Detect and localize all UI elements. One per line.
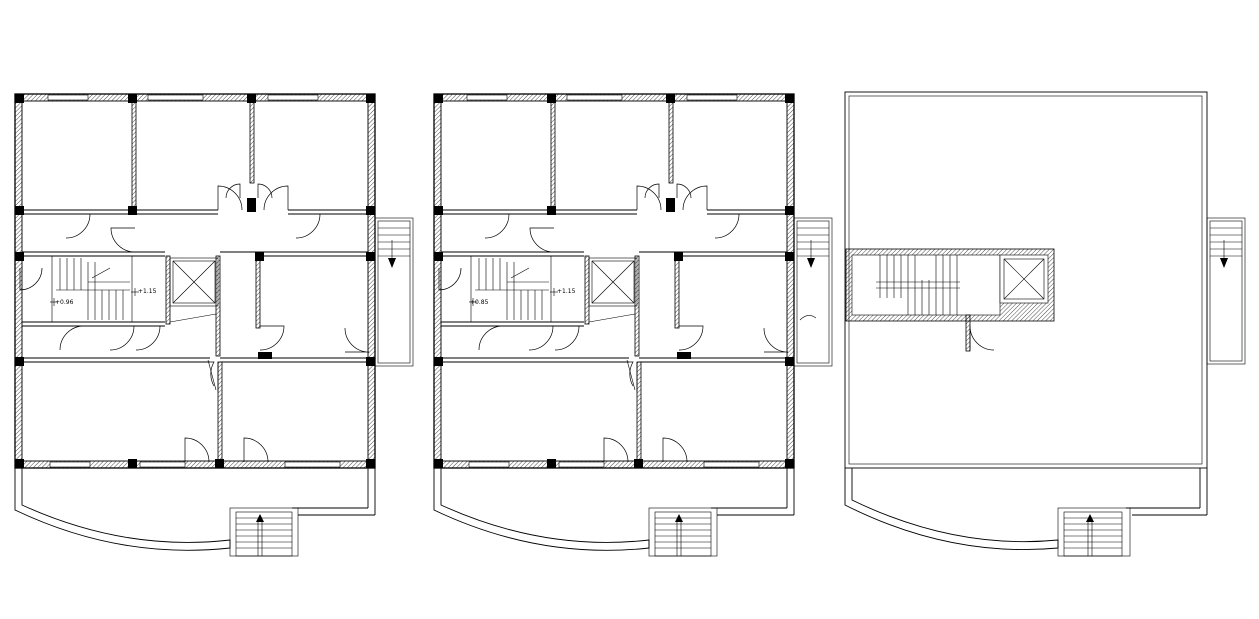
floor-plan-1 [14, 93, 414, 557]
level-label-plan2-a: +0.85 [470, 299, 489, 306]
level-label-plan1-a: +0.96 [55, 299, 74, 306]
level-label-plan1-b: +1.15 [138, 288, 157, 295]
level-label-plan2-b: +1.15 [557, 288, 576, 295]
floor-plan-2 [433, 93, 833, 557]
roof-plan [844, 91, 1246, 557]
